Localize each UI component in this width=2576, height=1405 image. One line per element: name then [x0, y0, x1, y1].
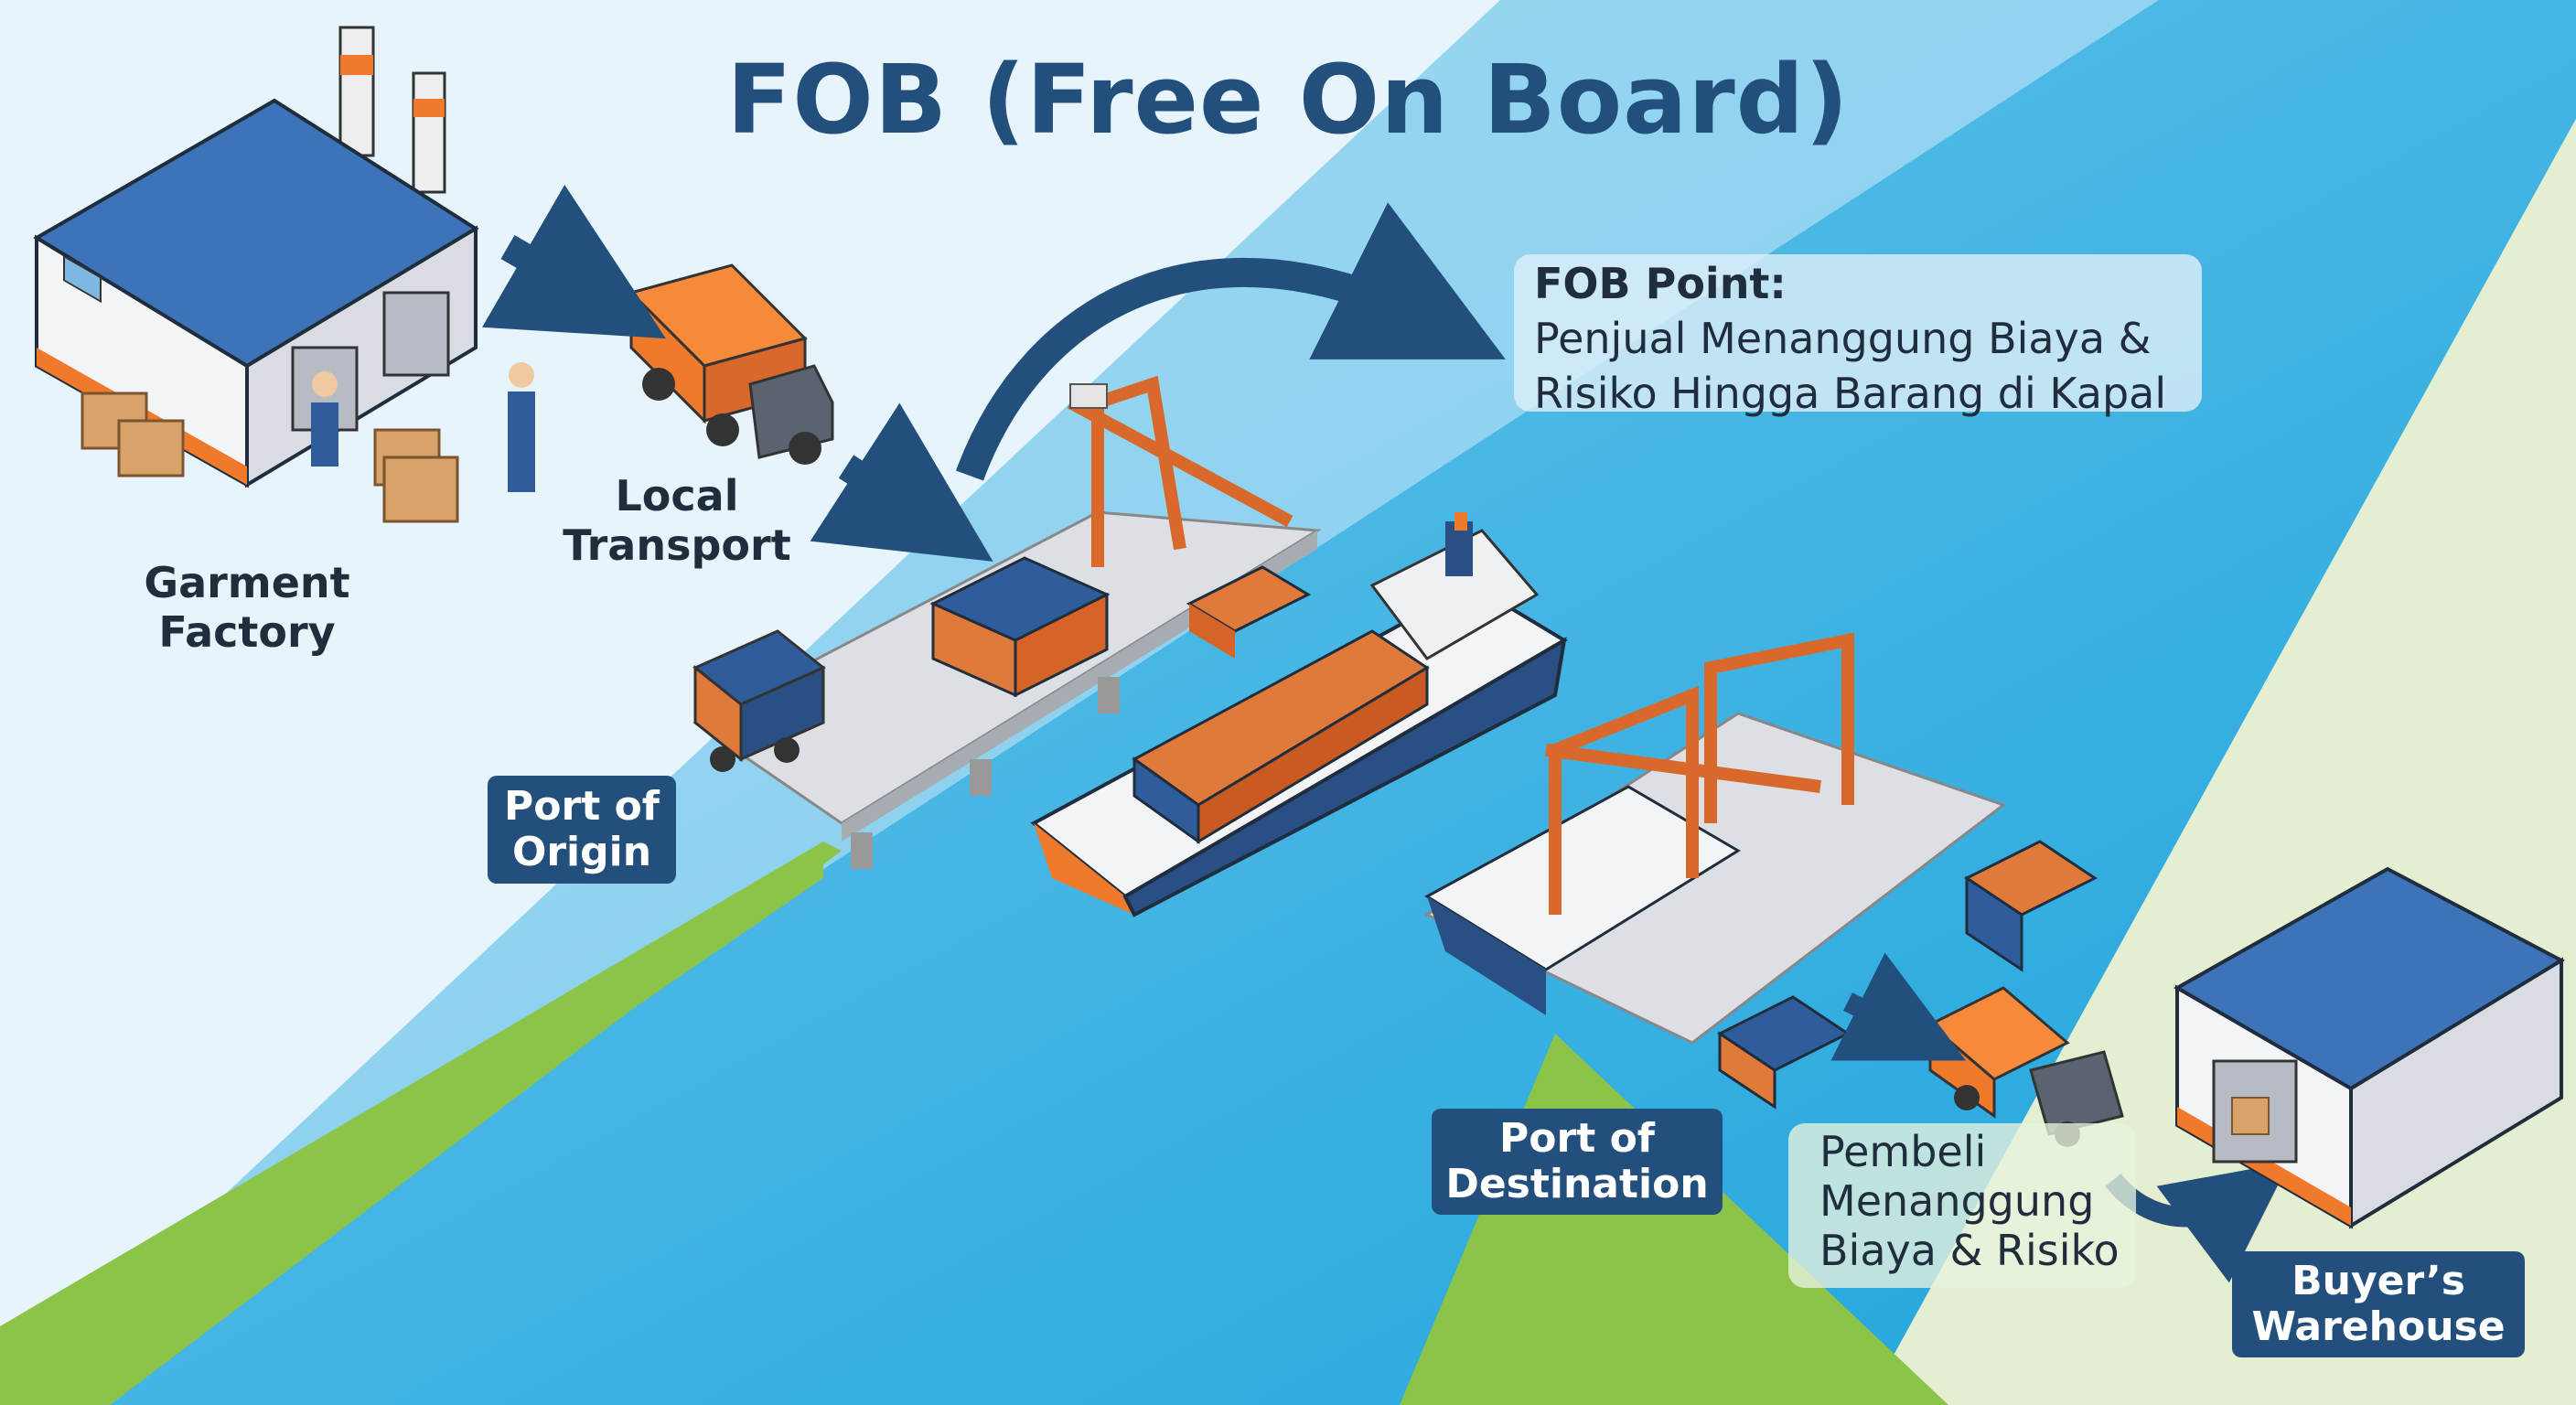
- fob-point-line-1: Penjual Menanggung Biaya &: [1534, 314, 2152, 363]
- garment-factory-building: [33, 26, 535, 523]
- arrow-factory-to-truck: [482, 185, 666, 339]
- arrow-pier-to-truck: [1830, 952, 1967, 1061]
- buyer-warehouse-badge: Buyer’s Warehouse: [2232, 1251, 2525, 1357]
- fob-point-line-2: Risiko Hingga Barang di Kapal: [1534, 369, 2167, 418]
- garment-factory-label: Garment Factory: [144, 558, 350, 657]
- arrow-truck-to-port: [810, 402, 993, 562]
- local-transport-label: Local Transport: [563, 471, 791, 570]
- origin-pier: [692, 375, 1322, 869]
- port-origin-badge: Port of Origin: [488, 776, 676, 884]
- fob-point-heading: FOB Point:: [1534, 259, 1787, 308]
- destination-pier: [1423, 632, 2098, 1110]
- buyer-warehouse-building: [2173, 866, 2566, 1229]
- buyer-risk-line-1: Pembeli: [1819, 1127, 1987, 1176]
- fob-point-callout: FOB Point: Penjual Menanggung Biaya & Ri…: [1514, 254, 2202, 418]
- page-title: FOB (Free On Board): [726, 44, 1850, 156]
- buyer-risk-line-2: Menanggung: [1819, 1176, 2095, 1226]
- buyer-risk-line-3: Biaya & Risiko: [1819, 1226, 2120, 1275]
- port-destination-badge: Port of Destination: [1432, 1109, 1723, 1215]
- buyer-risk-callout: Pembeli Menanggung Biaya & Risiko: [1788, 1123, 2136, 1288]
- fob-arc-arrow: [955, 202, 1506, 481]
- cargo-ship: [1030, 512, 1568, 917]
